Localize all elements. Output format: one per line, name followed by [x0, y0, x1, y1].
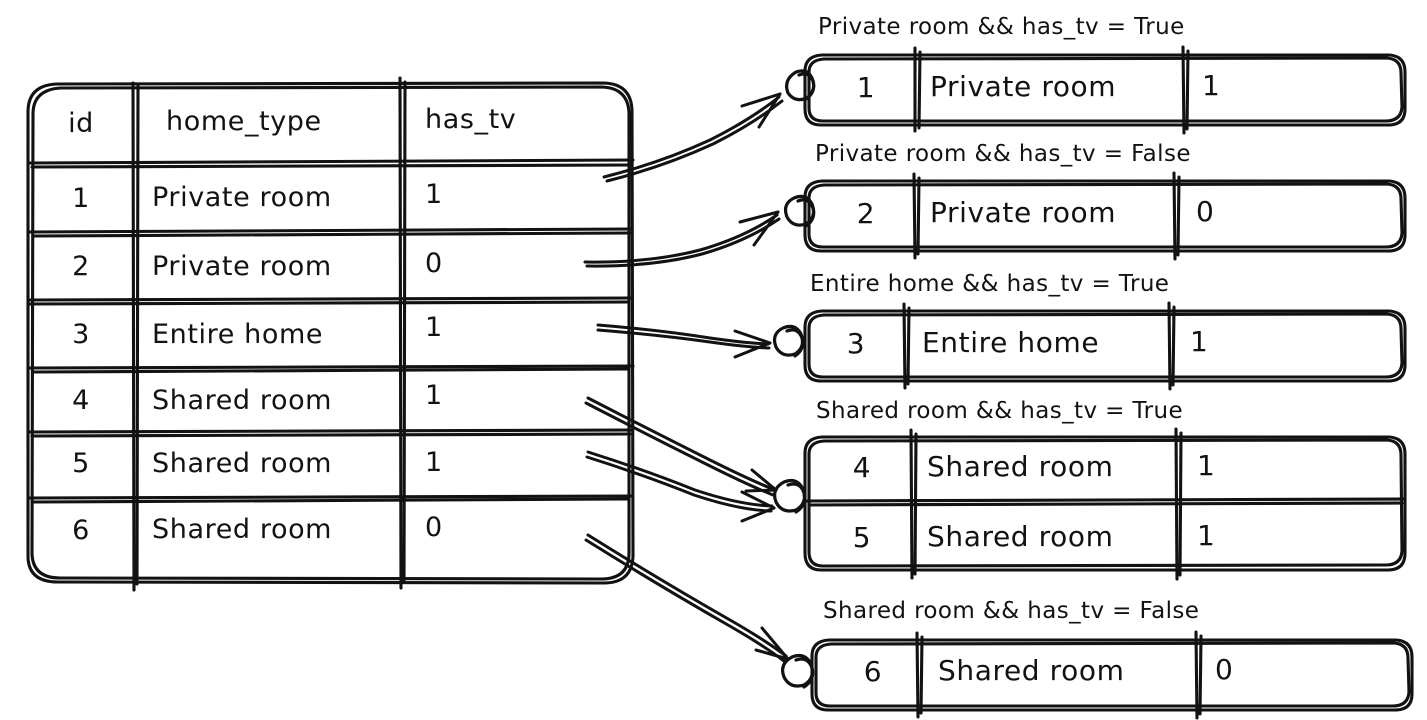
source-row-4-home-type: Shared room [152, 385, 333, 416]
source-column-header-home-type: home_type [166, 106, 322, 137]
source-row-6-home-type: Shared room [152, 514, 333, 545]
group-4-row-1-id: 4 [852, 451, 872, 484]
source-row-1-has-tv: 1 [425, 179, 443, 210]
source-row-1-home-type: Private room [152, 182, 332, 213]
group-2-row-1-home-type: Private room [930, 196, 1117, 229]
group-5-row-1-home-type: Shared room [938, 654, 1125, 687]
connector-row6 [584, 533, 790, 663]
group-3-row-1-id: 3 [846, 327, 866, 360]
group-4-row-1-home-type: Shared room [927, 450, 1114, 483]
group-4-label: Shared room && has_tv = True [816, 398, 1184, 424]
group-circle-4 [773, 478, 807, 514]
group-3-row-1-home-type: Entire home [922, 326, 1100, 359]
group-1-row-1-home-type: Private room [930, 70, 1117, 103]
group-4-row-2-id: 5 [852, 521, 872, 554]
group-circle-3 [772, 324, 805, 358]
group-4-row-1-has-tv: 1 [1197, 449, 1216, 482]
source-row-2-home-type: Private room [152, 251, 332, 282]
group-1-row-1-has-tv: 1 [1202, 69, 1221, 102]
source-row-2-has-tv: 0 [425, 248, 443, 279]
source-row-6-has-tv: 0 [425, 512, 443, 543]
source-row-1-id: 1 [72, 183, 90, 214]
group-2-label: Private room && has_tv = False [815, 141, 1191, 167]
group-3-row-1-has-tv: 1 [1190, 325, 1209, 358]
connector-row5 [585, 450, 776, 523]
source-row-2-id: 2 [72, 251, 90, 282]
connector-row1 [602, 92, 784, 183]
source-row-6-id: 6 [72, 515, 90, 546]
connector-row4 [584, 396, 778, 497]
source-row-4-id: 4 [72, 385, 90, 416]
connector-row3 [596, 323, 772, 359]
group-5-row-1-id: 6 [863, 655, 883, 688]
group-4-row-2-has-tv: 1 [1197, 519, 1216, 552]
source-column-header-id: id [68, 108, 94, 139]
group-3-label: Entire home && has_tv = True [810, 271, 1170, 297]
group-circle-5 [781, 653, 815, 689]
source-row-3-id: 3 [72, 319, 90, 350]
source-row-5-id: 5 [72, 448, 90, 479]
source-row-4-has-tv: 1 [425, 380, 443, 411]
connector-row2 [583, 210, 781, 268]
group-5-row-1-has-tv: 0 [1215, 653, 1234, 686]
group-2-row-1-has-tv: 0 [1196, 195, 1215, 228]
source-row-3-home-type: Entire home [152, 319, 324, 350]
group-1-row-1-id: 1 [856, 71, 876, 104]
group-4-row-2-home-type: Shared room [927, 520, 1114, 553]
source-row-3-has-tv: 1 [425, 312, 443, 343]
source-row-5-has-tv: 1 [425, 447, 443, 478]
source-row-5-home-type: Shared room [152, 448, 333, 479]
group-circle-1 [785, 69, 816, 102]
source-column-header-has-tv: has_tv [425, 104, 517, 135]
group-circle-2 [783, 194, 816, 228]
group-2-row-1-id: 2 [856, 197, 876, 230]
group-1-label: Private room && has_tv = True [818, 14, 1185, 40]
group-5-label: Shared room && has_tv = False [823, 598, 1200, 624]
